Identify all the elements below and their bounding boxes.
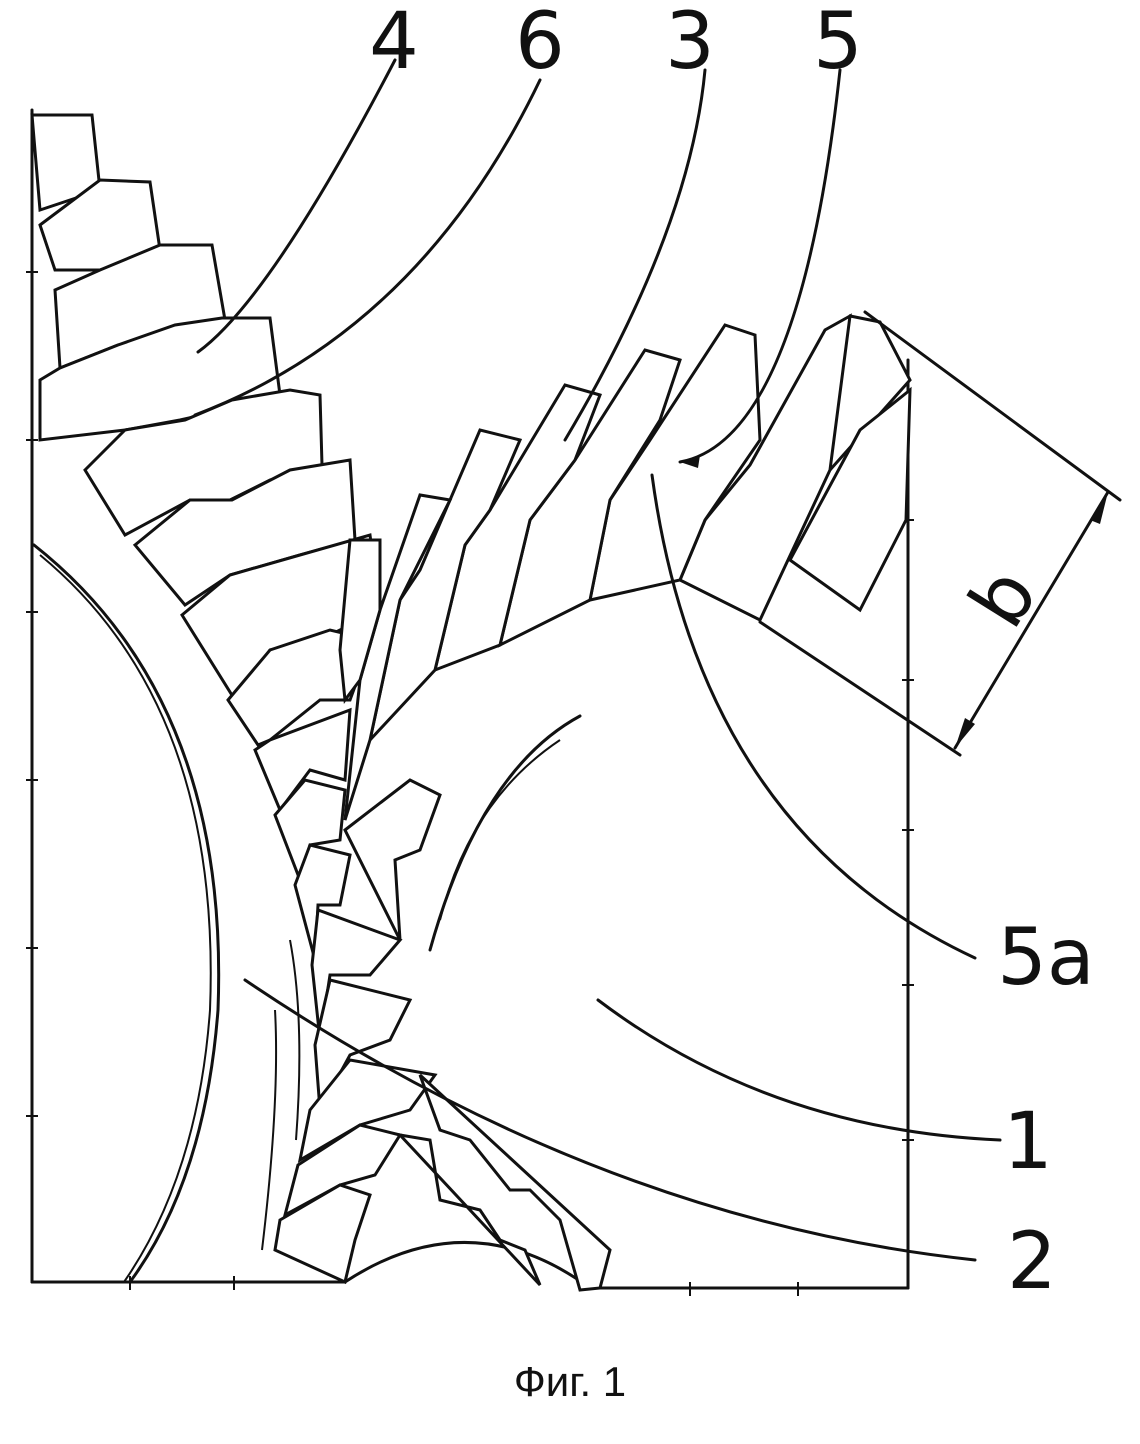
- gear-1-hub: [343, 714, 592, 1290]
- leader-lines: [193, 58, 1002, 1262]
- ref-label-5: 5: [813, 0, 863, 87]
- ref-label-3: 3: [665, 0, 715, 87]
- gear-1-teeth: [338, 313, 912, 1292]
- gear-2-teeth: [30, 113, 438, 1285]
- ref-label-2: 2: [1007, 1217, 1057, 1307]
- gear-2-hub: [32, 543, 301, 1284]
- drawing-frame: [26, 108, 914, 1296]
- dimension-b: [758, 310, 1122, 757]
- ref-label-6: 6: [515, 0, 565, 87]
- ref-label-5a: 5a: [997, 913, 1095, 1003]
- ref-label-4: 4: [369, 0, 419, 87]
- figure-caption: Фиг. 1: [513, 1358, 627, 1405]
- ref-label-1: 1: [1003, 1097, 1053, 1187]
